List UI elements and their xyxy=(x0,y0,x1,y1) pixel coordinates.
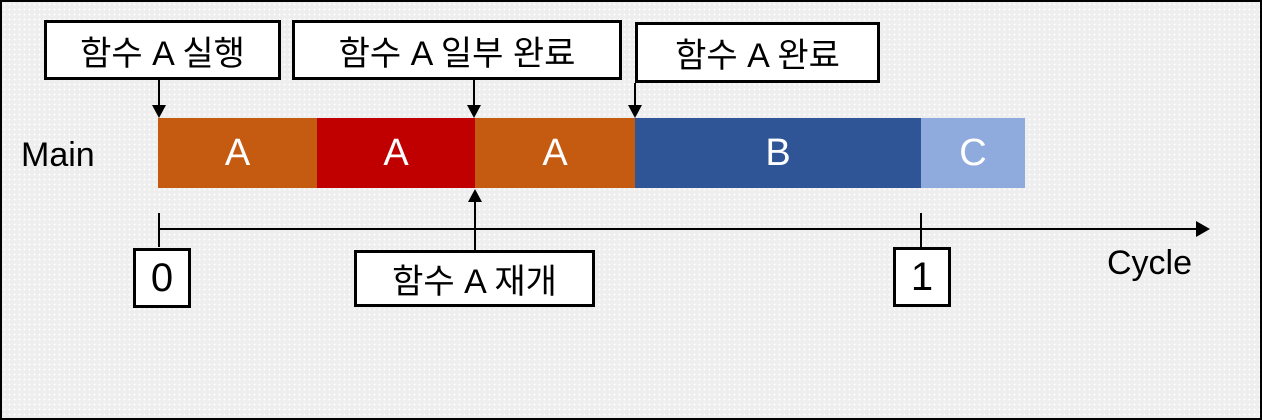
bar-segment-0-A: A xyxy=(158,118,317,188)
axis-tick-1 xyxy=(920,213,922,247)
callout-function-a-start: 함수 A 실행 xyxy=(44,20,281,80)
bar-segment-1-A: A xyxy=(317,118,475,188)
bar-segment-label: A xyxy=(383,131,409,174)
arrow-start-line xyxy=(158,80,160,107)
bar-segment-label: A xyxy=(542,131,568,174)
axis-tick-label-0: 0 xyxy=(150,255,174,300)
callout-function-a-resume: 함수 A 재개 xyxy=(354,250,595,307)
cycle-axis-line xyxy=(159,228,1198,230)
bar-segment-2-A: A xyxy=(475,118,635,188)
axis-tick-label-1-box: 1 xyxy=(893,247,951,307)
bar-segment-label: A xyxy=(224,131,251,174)
bar-segment-label: C xyxy=(959,131,987,174)
callout-function-a-complete: 함수 A 완료 xyxy=(635,22,880,83)
callout-function-a-complete-label: 함수 A 완료 xyxy=(675,37,840,75)
bar-segment-3-B: B xyxy=(635,118,921,188)
axis-title-cycle: Cycle xyxy=(1107,244,1193,282)
cycle-axis-arrow-icon xyxy=(1196,221,1210,237)
arrow-resume-up-icon xyxy=(468,189,482,202)
callout-function-a-start-label: 함수 A 실행 xyxy=(80,34,245,73)
callout-function-a-partial-complete-label: 함수 A 일부 완료 xyxy=(338,34,576,73)
axis-tick-label-1: 1 xyxy=(910,254,934,299)
axis-tick-0 xyxy=(158,213,160,247)
arrow-start-down-icon xyxy=(152,105,166,118)
arrow-resume-line xyxy=(474,200,476,250)
arrow-partial-down-icon xyxy=(467,105,481,118)
bar-segment-label: B xyxy=(765,131,791,174)
arrow-partial-line xyxy=(473,80,475,107)
row-label-main: Main xyxy=(21,136,95,174)
axis-tick-label-0-box: 0 xyxy=(133,248,191,308)
callout-function-a-resume-label: 함수 A 재개 xyxy=(392,263,557,301)
arrow-complete-down-icon xyxy=(628,105,642,118)
arrow-complete-line xyxy=(634,83,636,107)
bar-segment-4-C: C xyxy=(921,118,1025,188)
callout-function-a-partial-complete: 함수 A 일부 완료 xyxy=(292,20,622,80)
